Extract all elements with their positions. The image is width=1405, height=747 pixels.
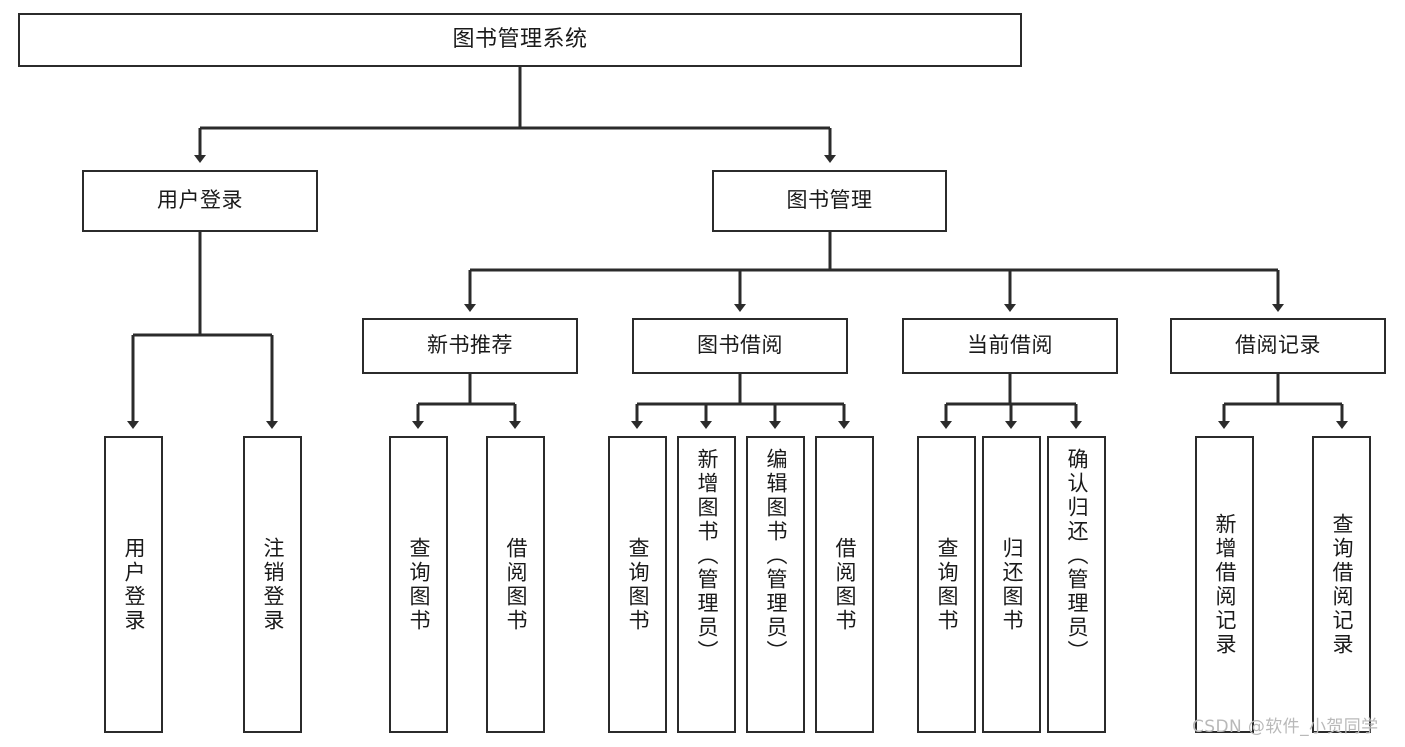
watermark: CSDN @软件_小贺同学 bbox=[1192, 717, 1379, 737]
node-label: 图书管理 bbox=[786, 188, 873, 213]
node-label: 图书管理系统 bbox=[452, 26, 588, 52]
node-user-login[interactable]: 用户登录 bbox=[82, 170, 318, 232]
node-label: 借阅图书 bbox=[833, 536, 857, 633]
node-label: 当前借阅 bbox=[967, 333, 1053, 358]
node-book-borrow[interactable]: 图书借阅 bbox=[632, 318, 848, 374]
leaf-borrow-record-add[interactable]: 新增借阅记录 bbox=[1195, 436, 1254, 733]
leaf-current-borrow-query[interactable]: 查询图书 bbox=[917, 436, 976, 733]
node-label: 图书借阅 bbox=[697, 333, 783, 358]
node-label: 借阅图书 bbox=[504, 536, 528, 633]
leaf-current-borrow-return[interactable]: 归还图书 bbox=[982, 436, 1041, 733]
node-label: 用户登录 bbox=[157, 188, 243, 213]
node-new-book-recommend[interactable]: 新书推荐 bbox=[362, 318, 578, 374]
node-label: 查询借阅记录 bbox=[1330, 512, 1354, 657]
leaf-new-book-query[interactable]: 查询图书 bbox=[389, 436, 448, 733]
node-label: 确认归还（管理员） bbox=[1065, 448, 1089, 664]
leaf-user-login-logout[interactable]: 注销登录 bbox=[243, 436, 302, 733]
node-borrow-record[interactable]: 借阅记录 bbox=[1170, 318, 1386, 374]
node-root-system[interactable]: 图书管理系统 bbox=[18, 13, 1022, 67]
node-label: 用户登录 bbox=[122, 536, 146, 633]
node-label: 查询图书 bbox=[407, 536, 431, 633]
node-label: 查询图书 bbox=[626, 536, 650, 633]
leaf-current-borrow-confirm-return[interactable]: 确认归还（管理员） bbox=[1047, 436, 1106, 733]
leaf-new-book-borrow[interactable]: 借阅图书 bbox=[486, 436, 545, 733]
leaf-borrow-record-query[interactable]: 查询借阅记录 bbox=[1312, 436, 1371, 733]
node-label: 借阅记录 bbox=[1235, 333, 1321, 358]
node-label: 查询图书 bbox=[935, 536, 959, 633]
node-current-borrow[interactable]: 当前借阅 bbox=[902, 318, 1118, 374]
leaf-book-borrow-borrow[interactable]: 借阅图书 bbox=[815, 436, 874, 733]
node-label: 归还图书 bbox=[1000, 536, 1024, 633]
node-label: 新增图书（管理员） bbox=[695, 448, 719, 664]
node-label: 新增借阅记录 bbox=[1213, 512, 1237, 657]
node-label: 编辑图书（管理员） bbox=[764, 448, 788, 664]
leaf-book-borrow-add[interactable]: 新增图书（管理员） bbox=[677, 436, 736, 733]
node-label: 注销登录 bbox=[261, 536, 285, 633]
node-book-management[interactable]: 图书管理 bbox=[712, 170, 947, 232]
leaf-user-login-login[interactable]: 用户登录 bbox=[104, 436, 163, 733]
leaf-book-borrow-edit[interactable]: 编辑图书（管理员） bbox=[746, 436, 805, 733]
node-label: 新书推荐 bbox=[427, 333, 513, 358]
leaf-book-borrow-query[interactable]: 查询图书 bbox=[608, 436, 667, 733]
